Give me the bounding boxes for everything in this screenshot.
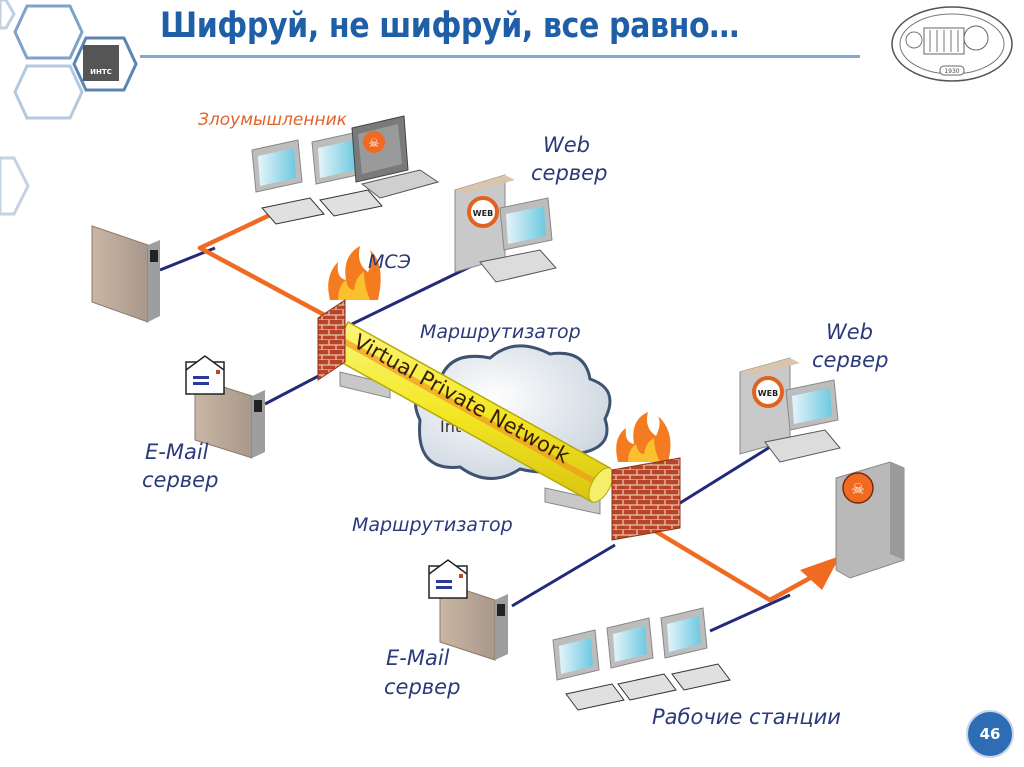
envelope-icon	[428, 559, 468, 599]
page-number-badge: 46	[966, 710, 1014, 758]
institute-logo: ИНТС	[83, 45, 119, 81]
label-email-bottom-line1: E-Mail	[386, 646, 450, 670]
skull-icon: ☠	[369, 136, 380, 150]
logo-text: ИНТС	[90, 68, 112, 76]
attacker-laptop: ☠	[351, 115, 440, 199]
label-workstations: Рабочие станции	[652, 705, 841, 729]
label-email-left-line2: сервер	[142, 468, 219, 492]
web-badge-icon: WEB	[758, 389, 778, 398]
label-firewall: МСЭ	[368, 251, 411, 273]
link-line	[349, 260, 481, 327]
hex-decor	[0, 0, 16, 30]
label-web-server-top-line2: сервер	[531, 161, 608, 185]
attack-path	[197, 245, 333, 321]
attack-arrowhead	[800, 556, 840, 590]
envelope-icon	[185, 355, 225, 395]
link-line	[671, 445, 771, 510]
skull-icon: ☠	[851, 480, 864, 498]
firewall-right	[611, 412, 681, 541]
compromised-server: ☠	[835, 461, 905, 579]
attacker-workstation	[251, 139, 325, 225]
attacker-workstation	[311, 131, 383, 217]
web-server-top: WEB	[454, 174, 557, 283]
label-router-top: Маршрутизатор	[420, 321, 581, 343]
hex-decor	[13, 64, 84, 120]
email-server-left	[185, 355, 265, 459]
link-line	[511, 543, 616, 608]
label-web-server-top-line1: Web	[543, 133, 591, 157]
label-web-server-right-line1: Web	[826, 320, 874, 344]
label-email-left-line1: E-Mail	[145, 440, 209, 464]
web-badge-icon: WEB	[473, 209, 493, 218]
title-underline	[140, 55, 860, 58]
link-line	[709, 593, 791, 633]
label-email-bottom-line2: сервер	[384, 675, 461, 699]
web-server-right: WEB	[739, 357, 841, 463]
seal-year: 1930	[944, 68, 959, 75]
attack-path	[197, 212, 273, 251]
label-attacker: Злоумышленник	[198, 110, 347, 130]
slide-title: Шифруй, не шифруй, все равно…	[160, 6, 739, 46]
firewall-left	[317, 246, 381, 381]
label-web-server-right-line2: сервер	[812, 348, 889, 372]
hex-decor	[72, 36, 138, 92]
workstation	[552, 629, 625, 711]
label-router-bottom: Маршрутизатор	[352, 514, 513, 536]
email-server-bottom	[428, 559, 508, 661]
attack-path	[647, 525, 773, 603]
server-tower	[91, 225, 160, 323]
workstation	[606, 617, 677, 701]
hex-decor	[13, 4, 84, 60]
university-seal: 1930	[891, 6, 1013, 82]
workstation	[660, 607, 731, 691]
hex-decor	[0, 156, 30, 216]
attack-path	[767, 575, 813, 603]
